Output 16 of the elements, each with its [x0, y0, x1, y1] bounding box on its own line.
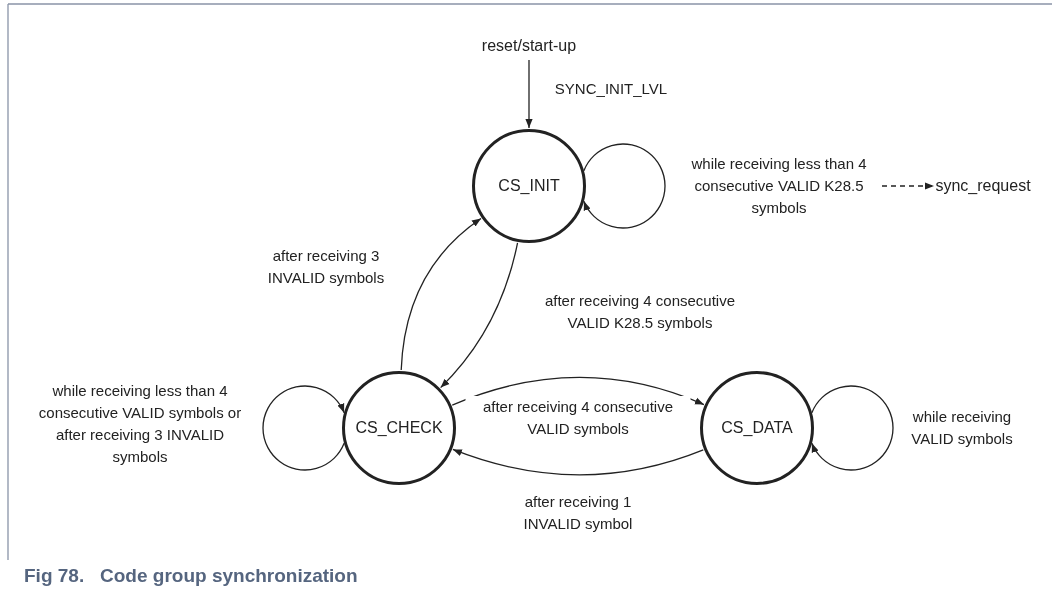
self-loop-arrow — [811, 385, 894, 471]
transition-arrow — [451, 376, 705, 406]
transition-arrow — [440, 242, 519, 389]
signal-label: reset/start-up — [469, 35, 589, 57]
transition-arrow — [881, 182, 935, 190]
self-loop-arrow — [583, 143, 666, 229]
state-name: CS_INIT — [498, 177, 560, 195]
signal-label: sync_request — [937, 175, 1029, 197]
transition-arrow — [525, 59, 533, 129]
state-name: CS_CHECK — [355, 419, 443, 437]
state-name: CS_DATA — [721, 419, 793, 437]
transition-arrow — [452, 448, 704, 476]
transition-arrow — [400, 217, 482, 371]
self-loop-arrow — [262, 385, 345, 471]
figure-caption: Fig 78. Code group synchronization — [24, 565, 358, 587]
edge-label: after receiving 4 consecutive VALID symbols — [465, 396, 691, 440]
